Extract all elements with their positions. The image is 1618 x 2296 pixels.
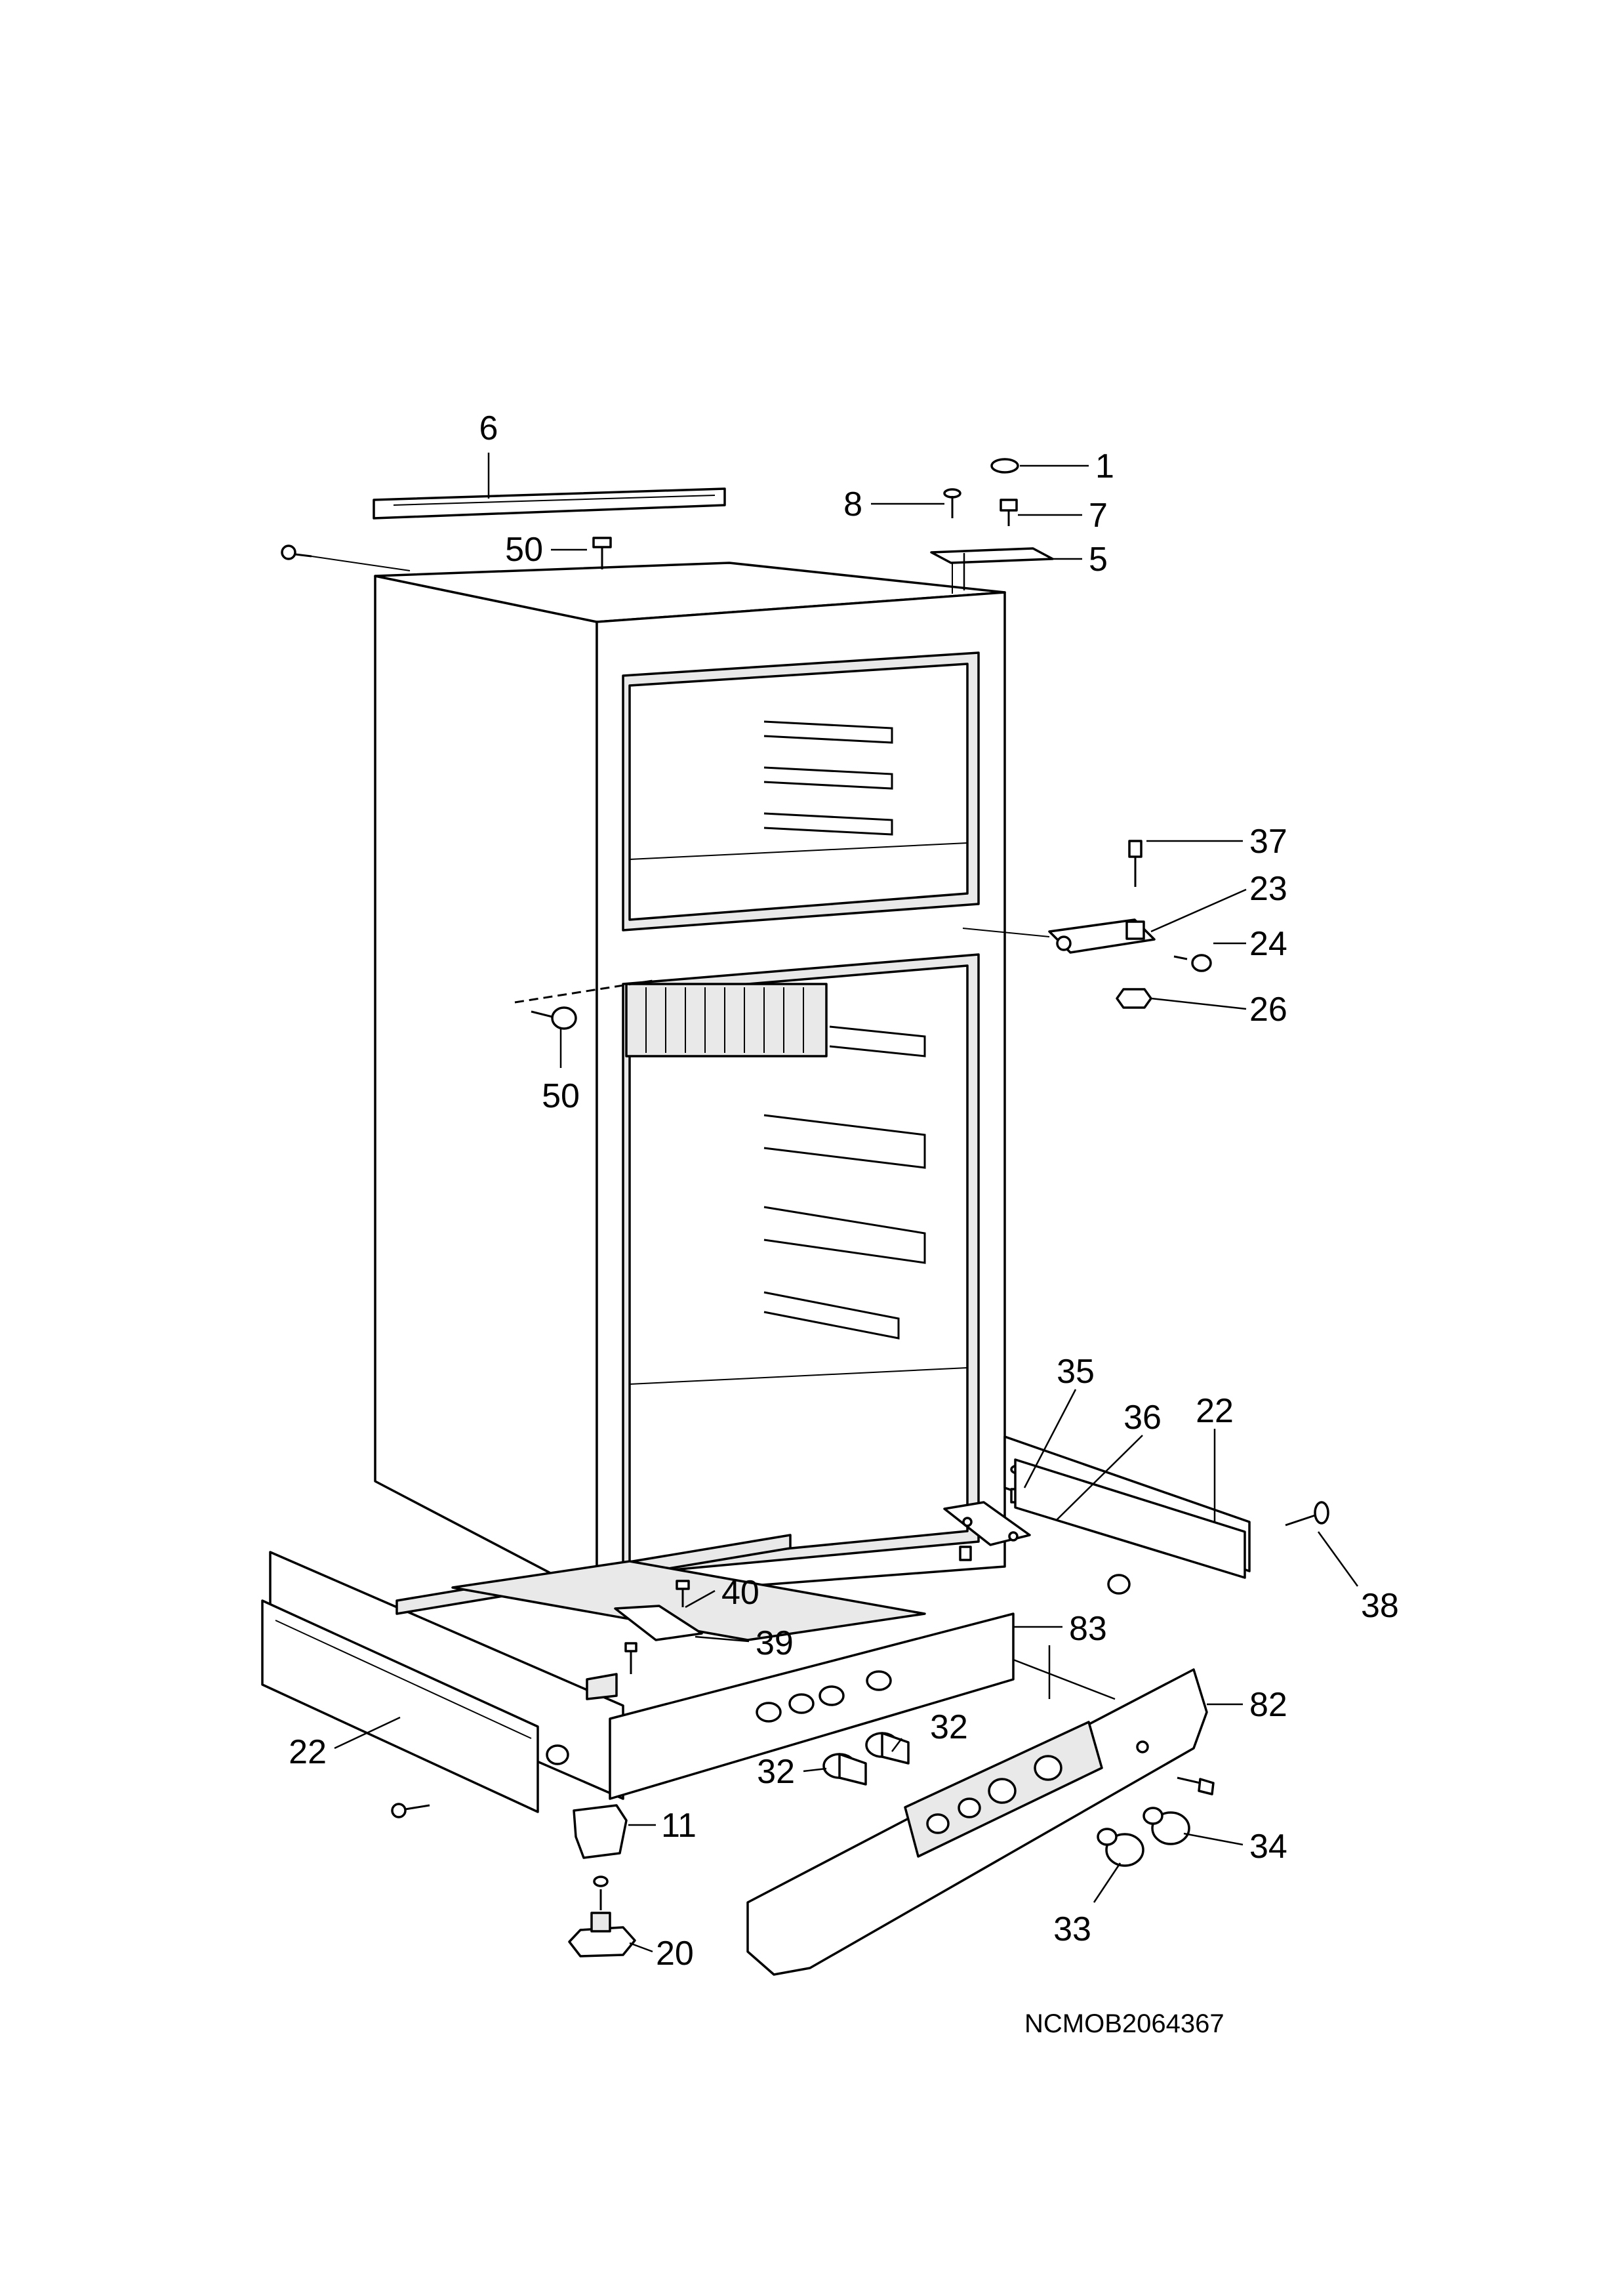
- bracket-39: [586, 1605, 703, 1700]
- leveling-foot-20: [568, 1912, 636, 1958]
- knob-33: [1097, 1828, 1144, 1867]
- callout-6: 6: [479, 409, 498, 447]
- middle-hinge-assembly: [962, 840, 1212, 1009]
- callout-8: 8: [843, 485, 862, 523]
- panel-screw: [1177, 1776, 1215, 1795]
- knob-shaft-32-a: [822, 1753, 867, 1786]
- callout-37: 37: [1249, 823, 1287, 861]
- callout-22-left: 22: [289, 1733, 327, 1771]
- side-pin-50: [514, 979, 653, 1030]
- bolt-7: [1000, 499, 1018, 526]
- right-lower-rail-22: [1014, 1458, 1246, 1579]
- callout-40: 40: [721, 1574, 759, 1612]
- callout-labels: 6 1 8 7 50 5 37 23 24 26 50 35 36 22 38 …: [289, 409, 1399, 2038]
- callout-22-right: 22: [1196, 1392, 1234, 1430]
- callout-50-top: 50: [505, 531, 543, 569]
- knob-shaft-32-b: [865, 1732, 910, 1765]
- callout-34: 34: [1249, 1828, 1287, 1866]
- leader-lines: [334, 453, 1359, 1953]
- callout-11: 11: [661, 1807, 697, 1845]
- bushing-left: [546, 1744, 569, 1765]
- bushing-right: [1107, 1574, 1131, 1595]
- callout-39: 39: [756, 1624, 794, 1662]
- callout-35: 35: [1057, 1353, 1095, 1391]
- callout-32-b: 32: [757, 1753, 795, 1791]
- top-screw: [281, 544, 411, 571]
- drawing-code: NCMOB2064367: [1024, 2009, 1224, 2038]
- top-trim-strip: [373, 487, 726, 520]
- knob-34: [1143, 1807, 1190, 1845]
- callout-36: 36: [1123, 1399, 1162, 1437]
- right-bracket-36: [943, 1501, 1031, 1546]
- callout-5: 5: [1089, 541, 1108, 579]
- washer-screw: [593, 1876, 609, 1910]
- refrigerator-cabinet: [374, 562, 1006, 1599]
- callout-50-side: 50: [542, 1077, 580, 1115]
- callout-83: 83: [1069, 1610, 1107, 1648]
- screw-40: [676, 1580, 690, 1607]
- screw-8: [943, 488, 961, 518]
- callout-1: 1: [1095, 447, 1114, 485]
- left-lower-rail-22: [261, 1599, 539, 1813]
- control-panel-82: [746, 1668, 1208, 1976]
- callout-32-a: 32: [930, 1708, 968, 1746]
- top-pin-50: [592, 537, 612, 569]
- callout-7: 7: [1089, 497, 1108, 535]
- callout-33: 33: [1053, 1910, 1091, 1948]
- hinge-cap-1: [990, 458, 1019, 474]
- foot-11: [573, 1804, 628, 1859]
- callout-82: 82: [1249, 1686, 1287, 1724]
- callout-20: 20: [656, 1935, 694, 1973]
- callout-23: 23: [1249, 870, 1287, 908]
- left-screw-38: [391, 1803, 430, 1818]
- callout-38: 38: [1361, 1587, 1399, 1625]
- callout-24: 24: [1249, 925, 1287, 963]
- screw-near-bracket: [959, 1546, 972, 1561]
- callout-26: 26: [1249, 991, 1287, 1029]
- screw-38: [1285, 1501, 1329, 1527]
